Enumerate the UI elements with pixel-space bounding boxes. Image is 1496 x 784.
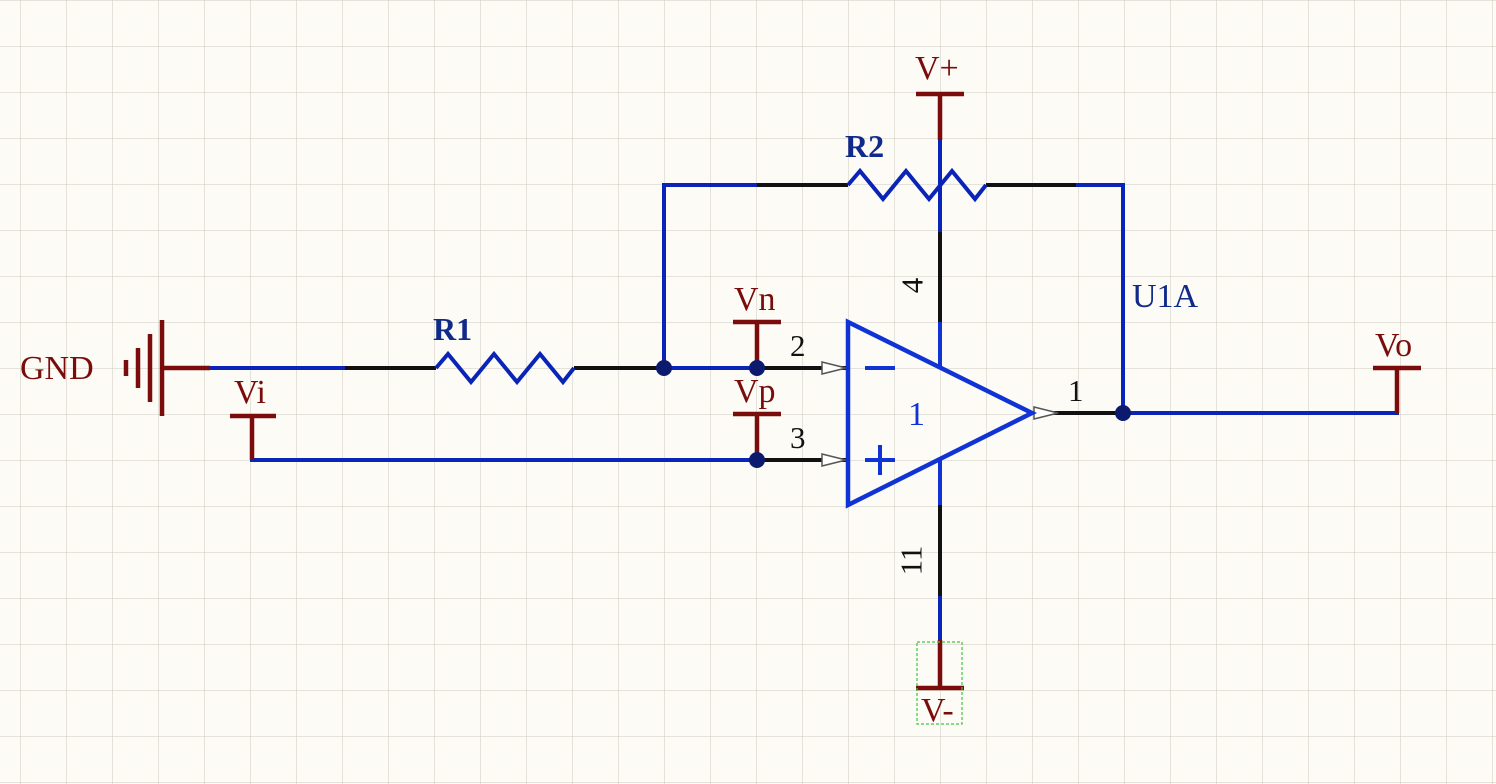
r2-designator: R2	[845, 128, 885, 164]
pin-2-arrow	[821, 361, 847, 375]
opamp-part-number: 1	[908, 396, 925, 433]
vi-net-symbol[interactable]	[230, 413, 276, 460]
r2-body[interactable]	[846, 167, 988, 203]
vneg-label: V-	[921, 692, 954, 729]
wire-feedback-right[interactable]	[1074, 183, 1125, 415]
pin-4-number: 4	[894, 277, 930, 294]
pin-3-arrow	[821, 453, 847, 467]
pin-1-number: 1	[1068, 373, 1084, 408]
pin-3-number: 3	[790, 420, 806, 455]
r1-body[interactable]	[434, 350, 576, 386]
junction-vp-node	[749, 452, 765, 468]
vneg-selection-box	[916, 641, 963, 725]
junction-vn-node	[749, 360, 765, 376]
vi-label: Vi	[234, 374, 266, 411]
vn-label: Vn	[734, 281, 776, 318]
opamp-u1a[interactable]	[845, 318, 1038, 509]
wires	[208, 183, 1399, 642]
vneg-port-symbol[interactable]	[916, 640, 964, 691]
pin-11-number: 11	[893, 545, 929, 576]
vpos-port-symbol[interactable]	[916, 91, 964, 140]
opamp-designator: U1A	[1132, 278, 1199, 315]
gnd-label: GND	[20, 350, 94, 387]
gnd-symbol[interactable]	[123, 320, 210, 416]
pin-arrows	[821, 361, 1059, 467]
vpos-label: V+	[915, 50, 959, 87]
vo-net-symbol[interactable]	[1373, 365, 1421, 413]
pin-1-arrow	[1033, 406, 1059, 420]
wire-feedback-left[interactable]	[662, 183, 759, 370]
vo-label: Vo	[1375, 327, 1413, 364]
junctions	[656, 360, 1131, 468]
vp-label: Vp	[734, 373, 776, 410]
junction-feedback-node	[656, 360, 672, 376]
r1-designator: R1	[433, 311, 473, 347]
opamp-body[interactable]	[845, 318, 1038, 509]
pin-2-number: 2	[790, 328, 806, 363]
junction-output-node	[1115, 405, 1131, 421]
